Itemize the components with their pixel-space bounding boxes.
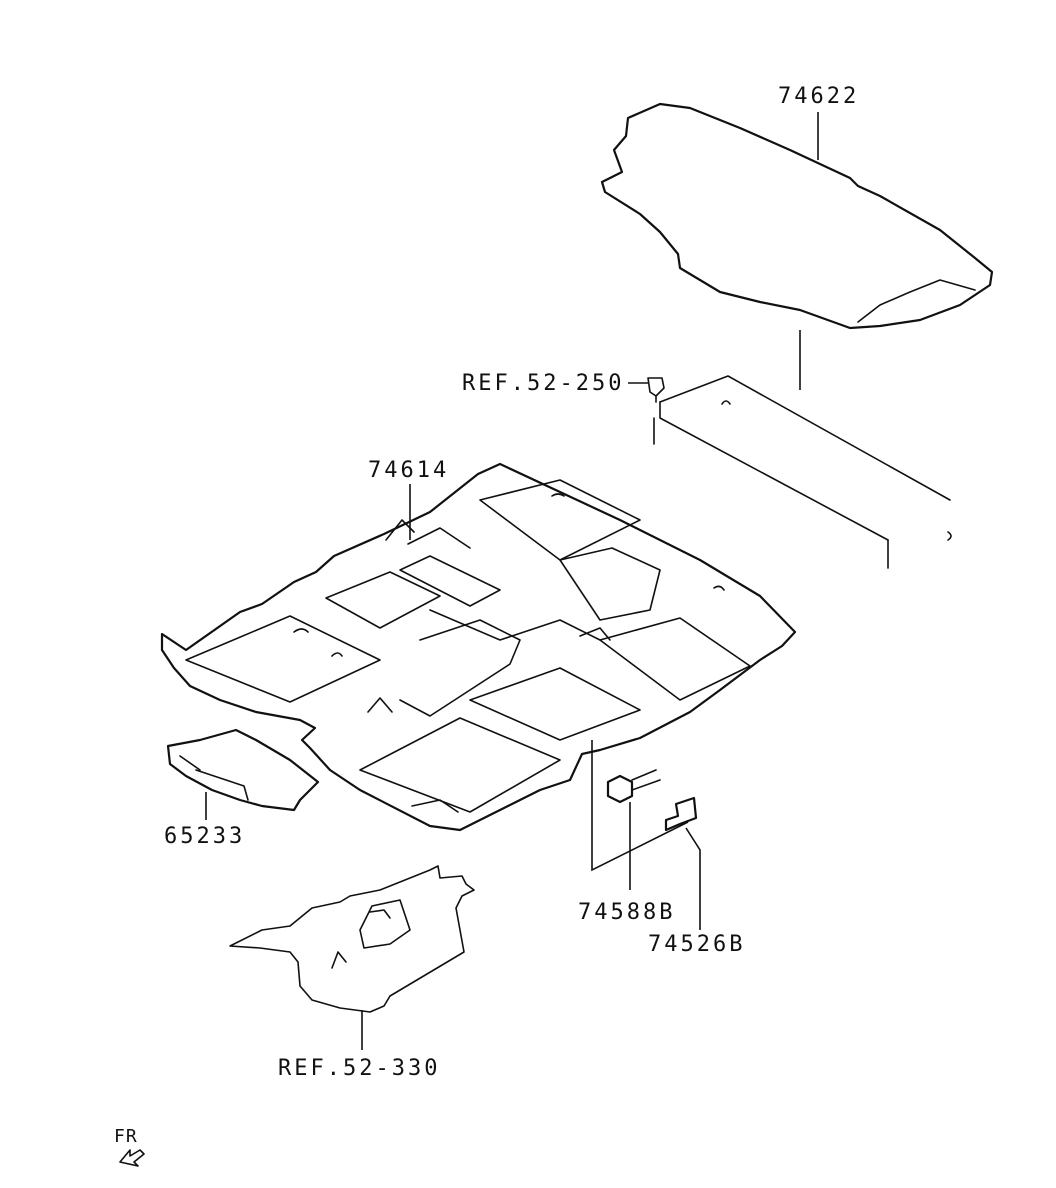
floor-carpet-part xyxy=(160,462,797,832)
label-ref-52-250: REF.52-250 xyxy=(462,371,625,396)
label-fr: FR xyxy=(114,1126,138,1147)
label-65233: 65233 xyxy=(164,824,246,849)
label-ref-52-330: REF.52-330 xyxy=(278,1056,441,1081)
insulator-part xyxy=(229,865,475,1013)
label-74614: 74614 xyxy=(368,458,450,483)
label-74588B: 74588B xyxy=(578,900,676,925)
rear-shelf-trim-part xyxy=(600,102,994,330)
side-panel-part xyxy=(166,728,320,812)
leader-74526B xyxy=(685,827,701,930)
guide-line-bolt xyxy=(591,740,689,872)
label-74526B: 74526B xyxy=(648,932,746,957)
rear-panel-part xyxy=(653,375,952,569)
label-74622: 74622 xyxy=(778,84,860,109)
front-arrow-icon xyxy=(119,1149,145,1167)
clip-part xyxy=(628,377,665,403)
bracket-part xyxy=(664,796,698,832)
bolt-part xyxy=(606,769,661,804)
